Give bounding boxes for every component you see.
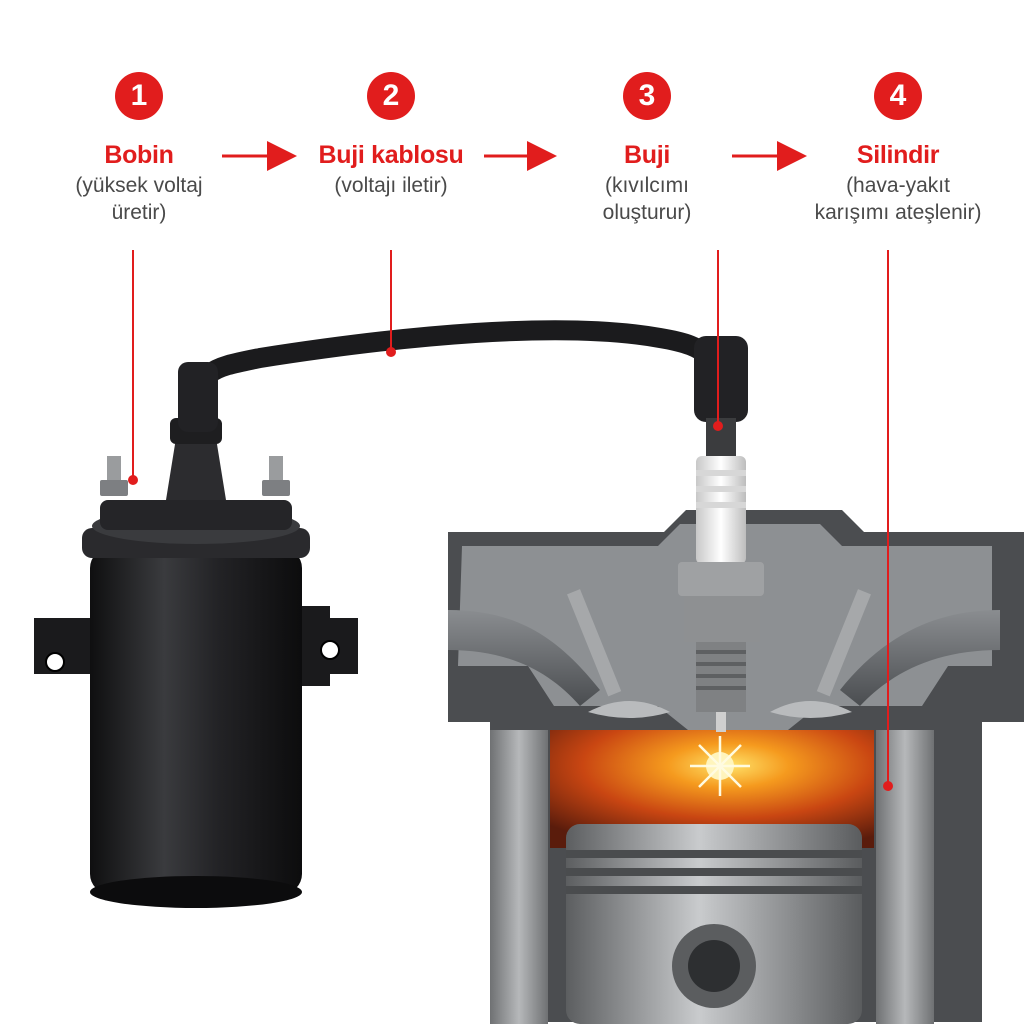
step-number-badge: 2	[367, 72, 415, 120]
piston	[566, 824, 862, 1024]
step-coil: 1 Bobin (yüksek voltaj üretir)	[29, 72, 249, 226]
spark-plug-wire	[178, 320, 748, 432]
combustion-flame	[550, 730, 874, 848]
step-title: Buji kablosu	[318, 141, 464, 169]
step-cylinder: 4 Silindir (hava-yakıt karışımı ateşleni…	[788, 72, 1008, 226]
step-number-badge: 4	[874, 72, 922, 120]
step-description: (hava-yakıt karışımı ateşlenir)	[814, 174, 982, 224]
step-title: Buji	[623, 141, 671, 169]
exhaust-valve	[770, 589, 871, 718]
step-description: (voltajı iletir)	[334, 174, 448, 197]
step-description: (yüksek voltaj üretir)	[75, 174, 203, 224]
spark-icon	[690, 736, 750, 796]
leader-lines	[128, 250, 893, 791]
step-title: Silindir	[856, 141, 940, 169]
step-title: Bobin	[104, 141, 174, 169]
spark-plug	[678, 418, 764, 732]
ignition-coil	[34, 418, 358, 908]
step-number-badge: 1	[115, 72, 163, 120]
step-number-badge: 3	[623, 72, 671, 120]
step-description: (kıvılcımı oluşturur)	[602, 174, 692, 224]
step-spark-plug: 3 Buji (kıvılcımı oluşturur)	[537, 72, 757, 226]
intake-valve	[567, 589, 670, 718]
step-spark-plug-wire: 2 Buji kablosu (voltajı iletir)	[281, 72, 501, 199]
